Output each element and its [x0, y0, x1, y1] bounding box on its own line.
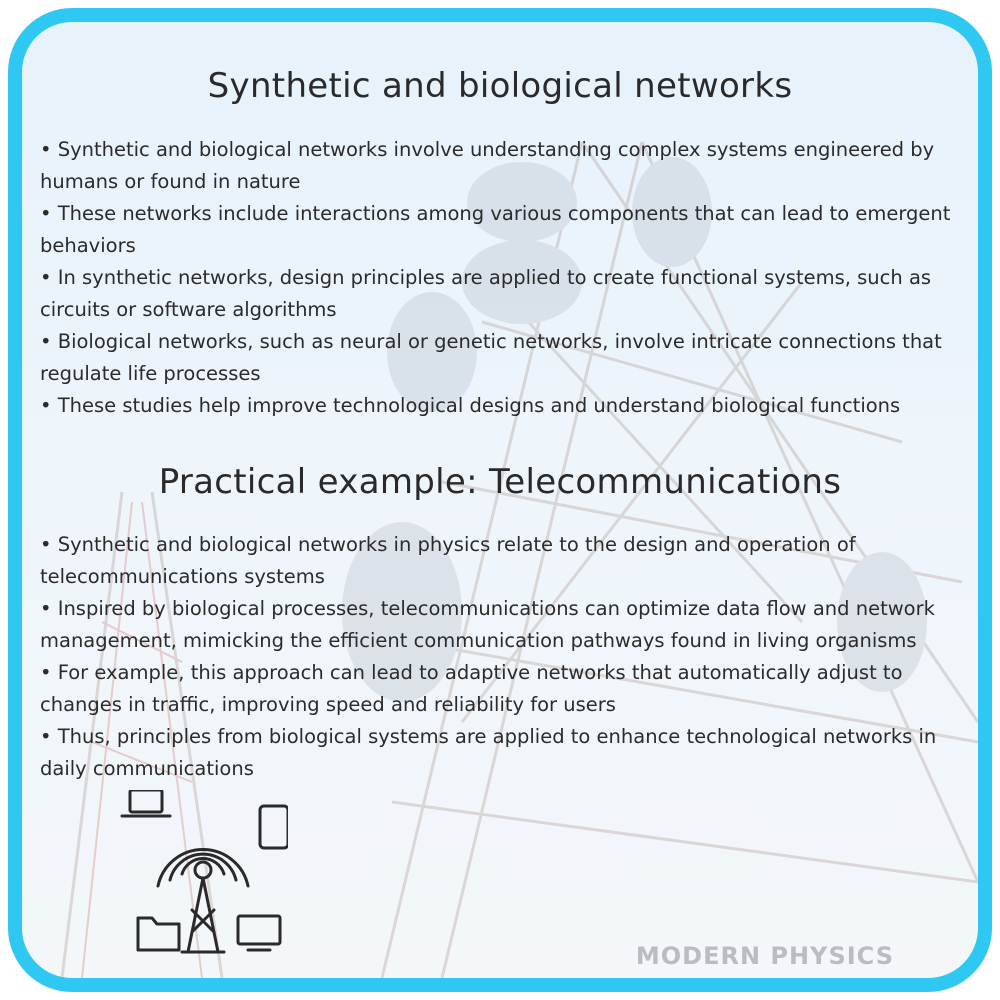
list-item: • Inspired by biological processes, tele…: [40, 597, 935, 652]
list-item: • Thus, principles from biological syste…: [40, 725, 937, 780]
list-item: • Synthetic and biological networks in p…: [40, 533, 856, 588]
card-frame: Synthetic and biological networks • Synt…: [8, 8, 992, 992]
list-item: • These networks include interactions am…: [40, 202, 951, 257]
networks-bullet-list: • Synthetic and biological networks invo…: [40, 134, 965, 422]
section-title-networks: Synthetic and biological networks: [207, 66, 793, 106]
laptop-icon: [120, 790, 172, 818]
antenna-tower-icon: [156, 848, 250, 954]
list-item: • Biological networks, such as neural or…: [40, 330, 942, 385]
list-item: • Synthetic and biological networks invo…: [40, 138, 935, 193]
list-item: • For example, this approach can lead to…: [40, 661, 903, 716]
folder-icon: [136, 916, 181, 952]
list-item: • These studies help improve technologic…: [40, 394, 901, 417]
list-item: • In synthetic networks, design principl…: [40, 266, 932, 321]
section-title-telecommunications: Practical example: Telecommunications: [158, 462, 842, 502]
phone-icon: [258, 804, 288, 850]
telecom-tower-background-image: [60, 141, 978, 978]
brand-watermark: MODERN PHYSICS: [635, 942, 894, 970]
telecom-icon-group: [120, 790, 288, 954]
telecom-bullet-list: • Synthetic and biological networks in p…: [40, 529, 965, 785]
monitor-icon: [236, 914, 282, 952]
